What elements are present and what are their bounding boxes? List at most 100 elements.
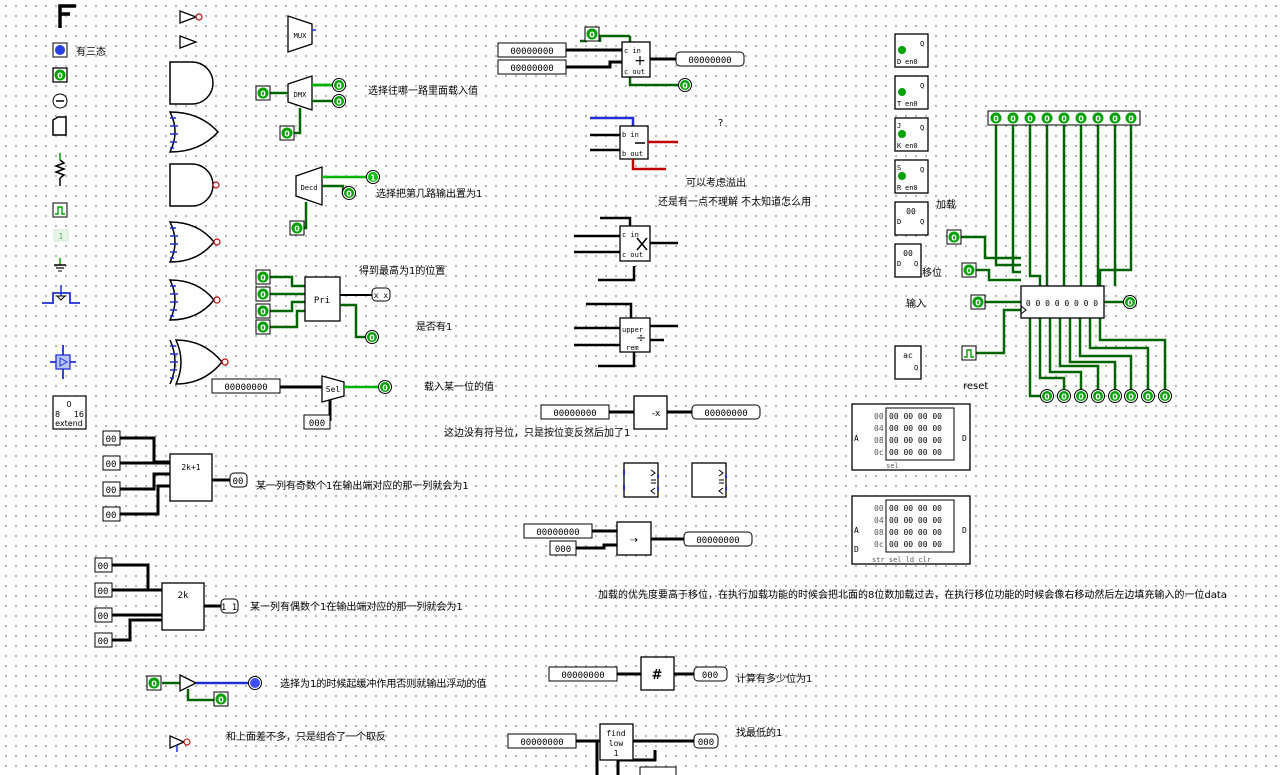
svg-text:D: D xyxy=(897,260,901,268)
adder-input-b[interactable]: 00000000 xyxy=(497,59,567,75)
even-input-2[interactable]: 00 xyxy=(94,607,113,623)
decoder-label: Decd xyxy=(301,184,318,192)
xnor-gate-icon[interactable] xyxy=(169,339,229,385)
toolbox-column: 有三态 0 1 xyxy=(42,4,106,430)
or-gate-icon[interactable] xyxy=(168,111,220,153)
probe-icon[interactable] xyxy=(52,116,67,136)
transmission-gate-icon[interactable] xyxy=(50,345,76,379)
odd-input-0[interactable]: 00 xyxy=(102,430,121,446)
subtractor[interactable]: b in b out xyxy=(590,116,678,171)
priority-encoder[interactable]: Pri x x xyxy=(270,275,391,339)
input-pin-icon[interactable]: 0 xyxy=(52,67,68,83)
resistor-icon[interactable] xyxy=(53,153,67,186)
svg-text:0: 0 xyxy=(260,291,266,300)
poke-tool-icon[interactable] xyxy=(58,4,76,28)
svg-text:0: 0 xyxy=(260,308,266,317)
ground-icon[interactable] xyxy=(54,258,66,272)
dmx-select-pin[interactable]: 0 xyxy=(279,125,295,141)
reset-clock-pin[interactable] xyxy=(961,345,977,361)
svg-text:0: 0 xyxy=(369,334,375,343)
constant-one-icon[interactable]: 1 xyxy=(53,229,69,242)
even-input-0[interactable]: 00 xyxy=(94,557,113,573)
dmx-component[interactable]: DMX xyxy=(270,75,332,135)
adder-input-a[interactable]: 00000000 xyxy=(497,42,567,58)
reset-note: reset xyxy=(963,381,988,392)
shifter[interactable]: ⇢ 00000000 xyxy=(576,521,753,556)
decoder-component[interactable]: Decd xyxy=(295,166,366,230)
svg-text:S: S xyxy=(897,164,901,172)
svg-text:c in: c in xyxy=(622,231,639,239)
priority-input-pin-0[interactable]: 0 xyxy=(255,269,271,285)
priority-input-pin-1[interactable]: 0 xyxy=(255,286,271,302)
tristate-buffer[interactable] xyxy=(162,673,248,702)
tristate-enable-pin[interactable]: 0 xyxy=(213,691,229,707)
bit-selector[interactable]: 00000000 Sel 000 xyxy=(211,375,378,430)
adder-cout-led: 0 xyxy=(678,78,692,92)
data-input-pin[interactable]: 0 xyxy=(970,294,986,310)
and-gate-icon[interactable] xyxy=(169,61,214,105)
shift-register[interactable]: 0 0 0 0 0 0 0 0 xyxy=(961,125,1167,398)
not-tristate-buffer[interactable] xyxy=(169,735,191,752)
load-input-pin[interactable]: 0 xyxy=(946,229,962,245)
odd-parity-gate[interactable]: 2k+1 00 xyxy=(120,436,248,516)
sub-bin: b in xyxy=(622,131,639,139)
priority-output: x x xyxy=(374,291,389,300)
svg-text:en0: en0 xyxy=(905,142,918,150)
dmx-input-pin[interactable]: 0 xyxy=(255,85,271,101)
priority-any-note: 是否有1 xyxy=(416,320,452,333)
divider[interactable]: upper rem ÷ xyxy=(574,302,678,368)
transistor-icon[interactable] xyxy=(42,285,80,304)
bit-extender-icon[interactable]: 0 8 16 extend xyxy=(52,395,87,430)
sub-question: ? xyxy=(718,118,723,129)
findlow-note: 找最低的1 xyxy=(736,726,782,739)
comparator-2[interactable] xyxy=(691,462,727,498)
shift-input-pin[interactable]: 0 xyxy=(961,262,977,278)
svg-text:00000000: 00000000 xyxy=(510,47,553,57)
svg-text:00 00 00 00: 00 00 00 00 xyxy=(889,504,942,513)
adder-cin-pin[interactable]: 0 xyxy=(584,26,600,42)
even-input-1[interactable]: 00 xyxy=(94,582,113,598)
buffer-gate-icon[interactable] xyxy=(179,35,198,49)
priority-input-pin-2[interactable]: 0 xyxy=(255,303,271,319)
even-input-3[interactable]: 00 xyxy=(94,632,113,648)
tristate-input-pin[interactable]: 0 xyxy=(146,675,162,691)
bit-counter[interactable]: 00000000 # 000 xyxy=(548,656,728,691)
shifter-input[interactable]: 00000000 xyxy=(523,523,593,539)
svg-text:0: 0 xyxy=(284,130,290,139)
svg-text:0: 0 xyxy=(1061,393,1067,402)
priority-input-pin-3[interactable]: 0 xyxy=(255,319,271,335)
clock-icon[interactable] xyxy=(52,202,68,218)
divide-icon: ÷ xyxy=(636,331,646,345)
comparator-1[interactable] xyxy=(623,462,659,498)
tristate-pin-icon[interactable]: 有三态 xyxy=(52,42,106,58)
odd-note: 某一列有奇数个1在输出端对应的那一列就会为1 xyxy=(256,479,469,492)
nand-gate-icon[interactable] xyxy=(169,163,220,207)
shifter-distance[interactable]: 000 xyxy=(549,540,577,556)
odd-input-2[interactable]: 00 xyxy=(102,481,121,497)
nor-gate-icon[interactable] xyxy=(168,221,221,263)
odd-input-1[interactable]: 00 xyxy=(102,455,121,471)
decoder-select-pin[interactable]: 0 xyxy=(289,220,305,236)
odd-input-3[interactable]: 00 xyxy=(102,506,121,522)
xor-gate-icon[interactable] xyxy=(168,279,221,321)
not-gate-icon[interactable] xyxy=(179,10,203,24)
negator[interactable]: 00000000 -x 00000000 xyxy=(540,395,761,430)
adder[interactable]: c in c out + xyxy=(566,30,678,87)
svg-text:en0: en0 xyxy=(905,58,918,66)
find-lowest[interactable]: 00000000 find low 1 000 xyxy=(507,723,719,775)
accumulator[interactable]: ac Q xyxy=(894,345,922,380)
even-parity-gate[interactable]: 2k 1 1 xyxy=(112,563,239,642)
multiplier[interactable]: c in c out xyxy=(574,216,678,282)
constant-icon[interactable] xyxy=(52,93,68,109)
mux-component[interactable]: MUX xyxy=(287,15,316,53)
